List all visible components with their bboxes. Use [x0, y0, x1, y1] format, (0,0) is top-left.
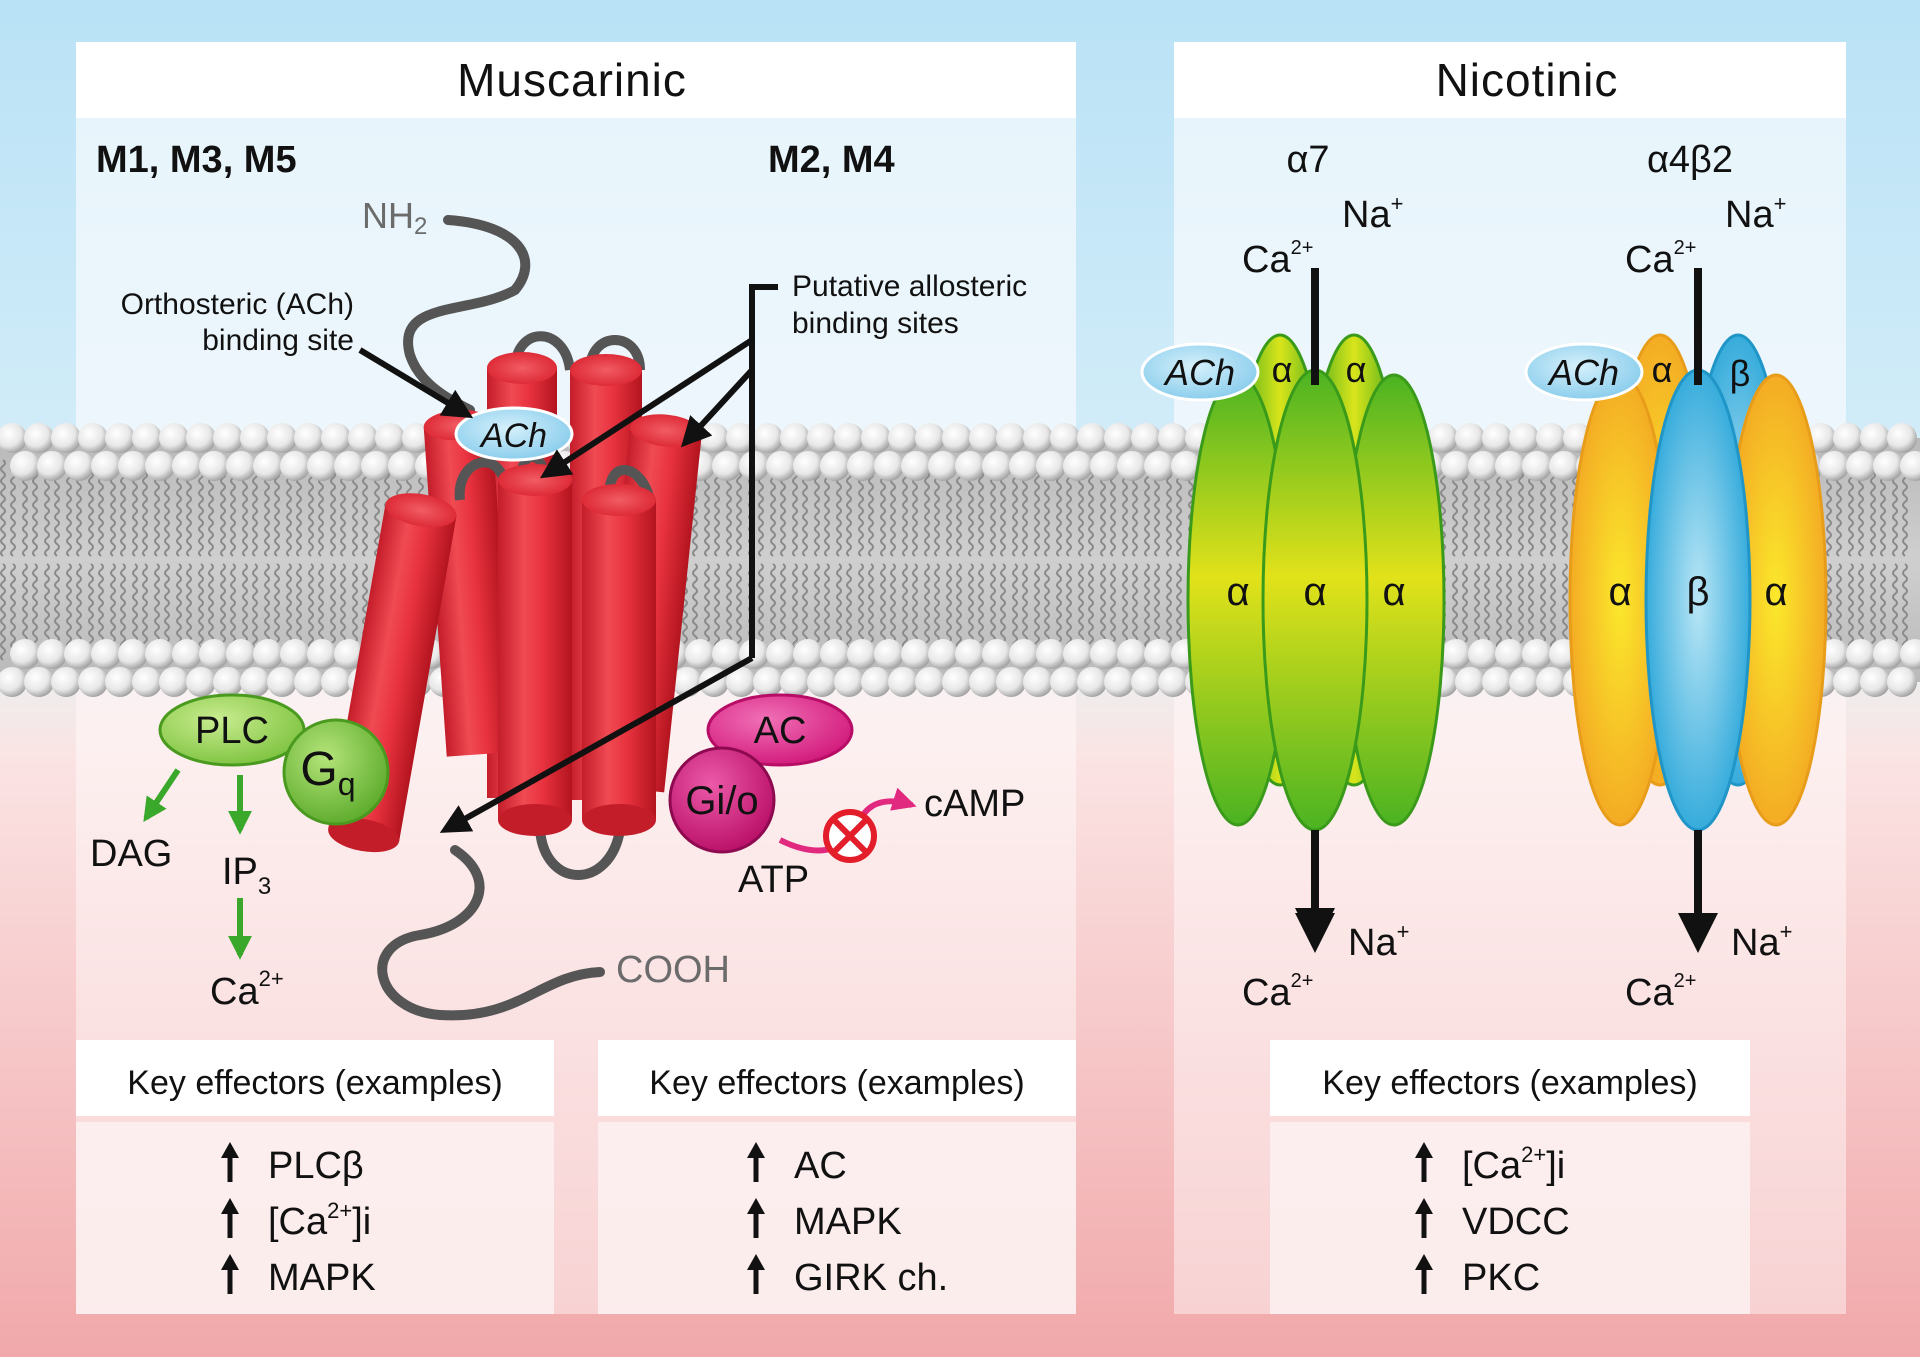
- camp-label: cAMP: [924, 783, 1025, 825]
- dag-label: DAG: [90, 833, 172, 875]
- effector-box: Key effectors (examples) AC MAPK GIRK ch.: [598, 1040, 1076, 1314]
- muscarinic-title-bar: [76, 42, 1076, 118]
- effector-item: GIRK ch.: [794, 1257, 948, 1299]
- up-arrow-icon: [1415, 1198, 1433, 1238]
- effector-box-header: [76, 1040, 554, 1116]
- effector-item: PLCβ: [268, 1145, 364, 1187]
- svg-text:Gq: Gq: [300, 743, 355, 802]
- orthosteric-arrow: [358, 347, 474, 419]
- svg-text:α: α: [1226, 570, 1249, 614]
- effector-item: AC: [794, 1145, 847, 1187]
- svg-text:ACh: ACh: [1163, 352, 1235, 393]
- svg-text:α: α: [1652, 349, 1673, 390]
- up-arrow-icon: [221, 1198, 239, 1238]
- cooh-label: COOH: [616, 949, 730, 991]
- inhibition-icon: [823, 809, 877, 863]
- nicotinic-title-bar: [1174, 42, 1846, 118]
- muscarinic-receptor: ACh: [328, 215, 702, 1021]
- muscarinic-title: Muscarinic: [457, 54, 687, 106]
- svg-text:ACh: ACh: [1547, 352, 1619, 393]
- svg-text:α: α: [1346, 349, 1367, 390]
- nicotinic-title: Nicotinic: [1436, 54, 1619, 106]
- effector-item: [Ca2+]i: [1462, 1142, 1565, 1187]
- na-top-a7: Na+: [1342, 191, 1403, 236]
- effector-box-heading: Key effectors (examples): [1322, 1064, 1697, 1102]
- effector-item: MAPK: [794, 1201, 902, 1243]
- up-arrow-icon: [221, 1254, 239, 1294]
- effector-box-header: [598, 1040, 1076, 1116]
- allosteric-label-line2: binding sites: [792, 307, 959, 340]
- nicotinic-alpha7-receptor: α α α α α ACh: [1140, 268, 1446, 953]
- gq-node: Gq: [282, 718, 390, 826]
- effector-box-header: [1270, 1040, 1750, 1116]
- nicotinic-alpha4beta2-receptor: α β α β α ACh: [1524, 268, 1828, 953]
- loop: [535, 828, 625, 880]
- svg-text:α: α: [1764, 570, 1787, 614]
- allosteric-label-line1: Putative allosteric: [792, 270, 1027, 303]
- up-arrow-icon: [221, 1142, 239, 1182]
- svg-text:α: α: [1382, 570, 1405, 614]
- up-arrow-icon: [747, 1142, 765, 1182]
- ca-top-a7: Ca2+: [1242, 237, 1313, 281]
- effector-item: MAPK: [268, 1257, 376, 1299]
- nh2-label: NH2: [362, 195, 427, 240]
- ach-ligand-a7: ACh: [1140, 342, 1260, 402]
- up-arrow-icon: [1415, 1254, 1433, 1294]
- gq-pathway-arrows: [143, 768, 252, 960]
- ach-orthosteric-ligand: ACh: [454, 406, 574, 462]
- effector-item: [Ca2+]i: [268, 1198, 371, 1243]
- orthosteric-label-line2: binding site: [202, 324, 354, 357]
- ac-node: AC: [706, 693, 854, 767]
- muscarinic-subtypes-left: M1, M3, M5: [96, 139, 297, 181]
- helix-front-3: [582, 484, 656, 836]
- effector-box-heading: Key effectors (examples): [127, 1064, 502, 1102]
- svg-text:α: α: [1608, 570, 1631, 614]
- ip3-label: IP3: [222, 851, 271, 900]
- plc-node: PLC: [158, 693, 306, 767]
- n-terminal-chain: [403, 215, 531, 415]
- ca-label-gq: Ca2+: [210, 966, 284, 1013]
- effector-box-heading: Key effectors (examples): [649, 1064, 1024, 1102]
- nicotinic-receptor-a4b2: α4β2: [1647, 139, 1733, 181]
- ach-ligand-a4b2: ACh: [1524, 342, 1644, 402]
- nicotinic-receptor-a7: α7: [1286, 139, 1329, 181]
- svg-text:β: β: [1730, 353, 1751, 394]
- svg-text:PLC: PLC: [195, 710, 269, 752]
- up-arrow-icon: [1415, 1142, 1433, 1182]
- gio-node: Gi/o: [668, 746, 776, 854]
- ca-bottom-a7: Ca2+: [1242, 970, 1313, 1014]
- atp-label: ATP: [738, 859, 809, 901]
- ca-bottom-a4b2: Ca2+: [1625, 970, 1696, 1014]
- svg-text:α: α: [1303, 570, 1326, 614]
- orthosteric-label-line1: Orthosteric (ACh): [121, 288, 354, 321]
- svg-text:ACh: ACh: [479, 417, 547, 455]
- effector-item: PKC: [1462, 1257, 1540, 1299]
- allosteric-arrows: [439, 284, 778, 833]
- na-top-a4b2: Na+: [1725, 191, 1786, 236]
- svg-text:Gi/o: Gi/o: [685, 779, 758, 823]
- na-bottom-a4b2: Na+: [1731, 919, 1792, 964]
- svg-text:AC: AC: [754, 710, 807, 752]
- na-bottom-a7: Na+: [1348, 919, 1409, 964]
- svg-text:α: α: [1272, 349, 1293, 390]
- up-arrow-icon: [747, 1198, 765, 1238]
- svg-text:β: β: [1686, 570, 1709, 614]
- effector-item: VDCC: [1462, 1201, 1570, 1243]
- muscarinic-subtypes-right: M2, M4: [768, 139, 895, 181]
- up-arrow-icon: [747, 1254, 765, 1294]
- c-terminal-chain: [377, 845, 605, 1021]
- ca-top-a4b2: Ca2+: [1625, 237, 1696, 281]
